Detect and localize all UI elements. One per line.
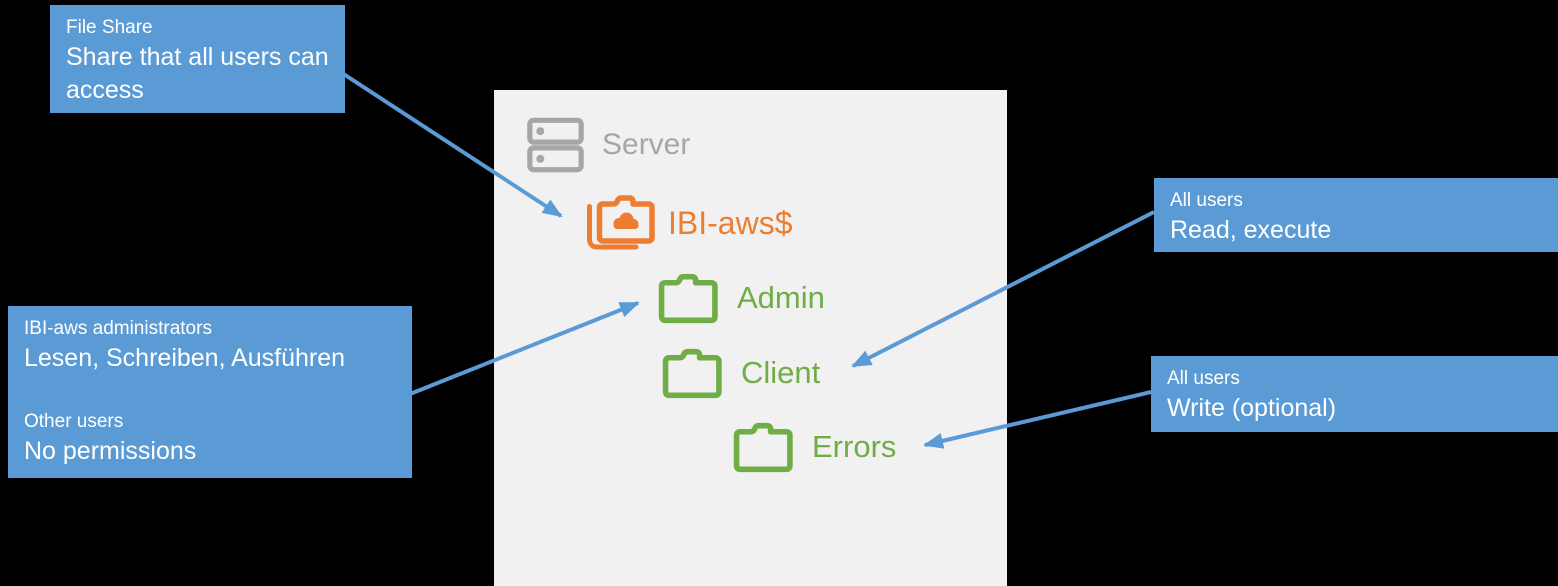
callout-file-share: File Share Share that all users can acce…	[50, 5, 345, 113]
folder-icon	[733, 422, 793, 472]
server-label: Server	[602, 128, 691, 161]
callout-title: File Share	[66, 17, 153, 38]
callout-title: All users	[1170, 190, 1243, 211]
callout-body: Write (optional)	[1167, 394, 1337, 422]
folder-admin-label: Admin	[737, 280, 825, 315]
server-row: Server	[527, 117, 690, 173]
cloud-icon	[613, 212, 639, 229]
folder-root-label: IBI-aws$	[668, 204, 793, 241]
callout-write-optional: All users Write (optional)	[1151, 356, 1558, 432]
folder-row-root: IBI-aws$	[585, 192, 792, 254]
callout-body: Lesen, Schreiben, Ausführen	[24, 344, 346, 372]
folder-icon	[662, 348, 722, 398]
callout-title: IBI-aws administrators	[24, 318, 212, 339]
folder-backsheet	[587, 203, 639, 249]
folder-client-label: Client	[741, 355, 821, 390]
callout-spacer	[24, 375, 396, 408]
server-icon	[527, 117, 584, 173]
callout-body: Read, execute	[1170, 216, 1332, 244]
folder-errors-label: Errors	[812, 429, 897, 464]
shared-folder-icon	[587, 194, 655, 249]
folder-row-admin: Admin	[657, 271, 825, 325]
callout-admin-permissions: IBI-aws administrators Lesen, Schreiben,…	[8, 306, 412, 478]
folder-row-client: Client	[661, 346, 820, 400]
folder-row-errors: Errors	[732, 420, 896, 474]
callout-body-2: No permissions	[24, 437, 197, 465]
callout-title-2: Other users	[24, 411, 124, 432]
callout-body: Share that all users can access	[66, 43, 329, 104]
callout-read-execute: All users Read, execute	[1154, 178, 1558, 252]
callout-title: All users	[1167, 368, 1240, 389]
folder-icon	[658, 273, 718, 323]
